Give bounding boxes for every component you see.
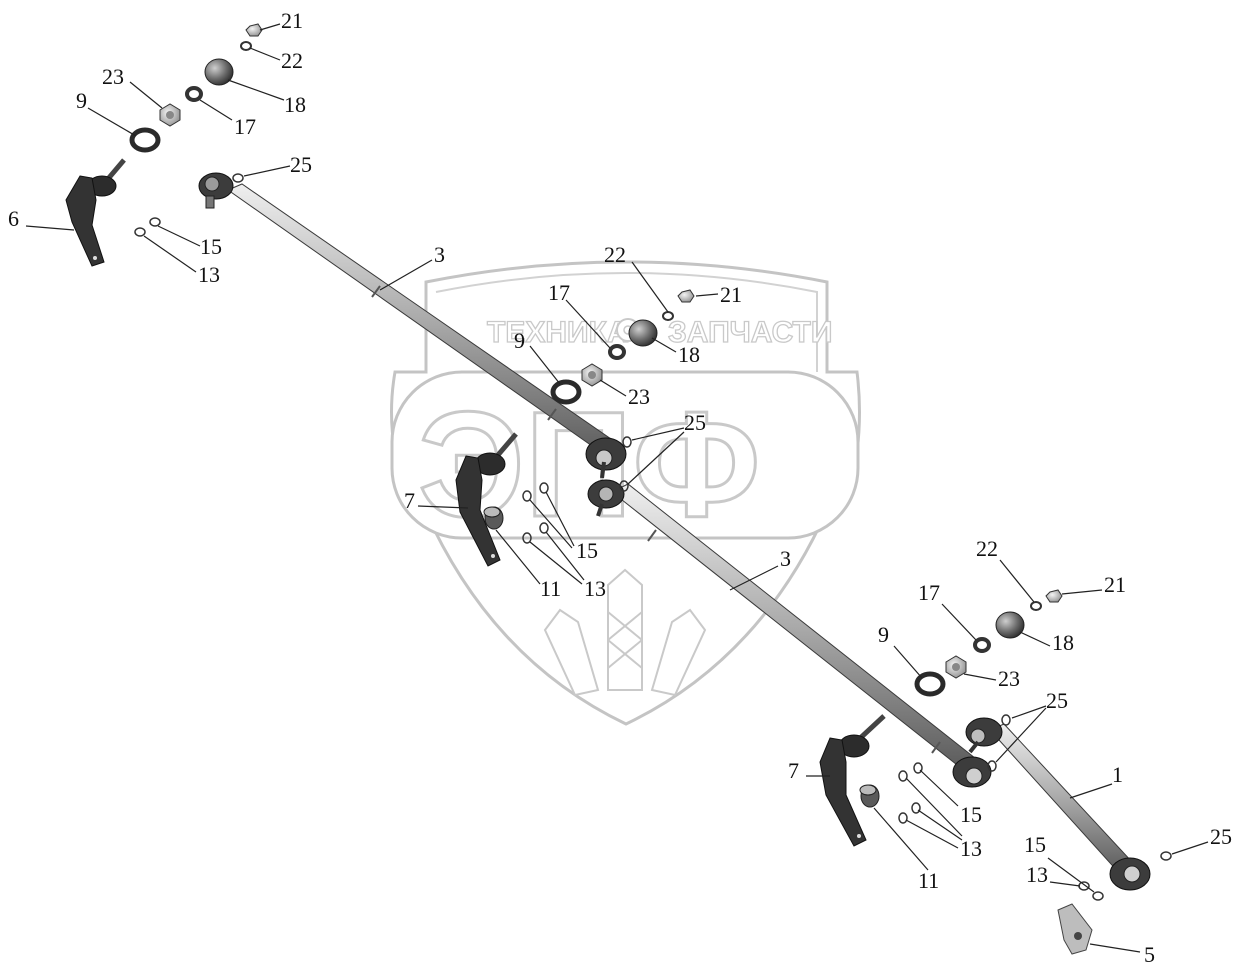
washer-22 — [1030, 601, 1042, 611]
callout-21: 21 — [1104, 572, 1126, 597]
callout-15: 15 — [576, 538, 598, 563]
callout-23: 23 — [628, 384, 650, 409]
callout-18: 18 — [678, 342, 700, 367]
ball-joint-end — [1109, 857, 1151, 891]
callout-5: 5 — [1144, 942, 1155, 967]
callout-25: 25 — [684, 410, 706, 435]
cap-18 — [995, 611, 1025, 639]
callout-6: 6 — [8, 206, 19, 231]
ring-17 — [973, 637, 991, 653]
watermark-letters: ЭПФ — [418, 380, 761, 548]
washer-9 — [914, 671, 946, 697]
callout-17: 17 — [548, 280, 570, 305]
tie-rod-short — [965, 717, 1151, 891]
callout-18: 18 — [1052, 630, 1074, 655]
ring-17 — [608, 344, 626, 360]
bushing-11 — [483, 506, 504, 530]
callout-7: 7 — [788, 758, 799, 783]
o-ring-15 — [913, 762, 923, 774]
ball-joint-end — [587, 479, 625, 517]
callout-11: 11 — [540, 576, 561, 601]
ball-joint-end — [952, 756, 992, 788]
callout-25: 25 — [290, 152, 312, 177]
washer-22 — [240, 41, 252, 51]
o-ring-25 — [1160, 851, 1172, 861]
o-ring-13 — [898, 812, 908, 824]
nut-23 — [581, 363, 603, 387]
steering-arm-7 — [819, 714, 886, 847]
callout-22: 22 — [604, 242, 626, 267]
callout-22: 22 — [281, 48, 303, 73]
callout-17: 17 — [918, 580, 940, 605]
cap-18 — [628, 319, 658, 347]
nut-21 — [1045, 589, 1063, 603]
cap-18 — [204, 58, 234, 86]
callout-23: 23 — [998, 666, 1020, 691]
o-ring-25 — [232, 173, 244, 183]
callout-13: 13 — [960, 836, 982, 861]
callout-17: 17 — [234, 114, 256, 139]
callout-11: 11 — [918, 868, 939, 893]
callout-21: 21 — [720, 282, 742, 307]
callout-21: 21 — [281, 8, 303, 33]
o-ring-25 — [1001, 714, 1011, 726]
o-ring-25 — [619, 480, 629, 492]
callout-13: 13 — [198, 262, 220, 287]
callout-9: 9 — [76, 88, 87, 113]
callout-23: 23 — [102, 64, 124, 89]
callout-15: 15 — [960, 802, 982, 827]
ring-17 — [185, 86, 203, 102]
nut-21 — [677, 289, 695, 303]
nut-21 — [245, 23, 263, 37]
o-ring-13 — [539, 522, 549, 534]
callout-13: 13 — [1026, 862, 1048, 887]
callout-labels: 21 22 18 23 9 17 25 6 15 13 3 22 21 17 9… — [8, 8, 1232, 967]
ball-joint-end — [585, 437, 627, 479]
o-ring-15 — [522, 490, 532, 502]
nut-23 — [159, 103, 181, 127]
ball-joint-end — [965, 717, 1003, 754]
leader-lines — [25, 23, 1209, 953]
callout-13: 13 — [584, 576, 606, 601]
callout-15: 15 — [1024, 832, 1046, 857]
callout-1: 1 — [1112, 762, 1123, 787]
washer-9 — [129, 127, 161, 153]
callout-3: 3 — [780, 546, 791, 571]
washer-9 — [550, 379, 582, 405]
watermark-logo: ТЕХНИКА ЗАПЧАСТИ ЭПФ — [390, 260, 861, 726]
tie-rod-lower — [587, 479, 992, 788]
tie-rod-upper — [198, 172, 627, 479]
callout-9: 9 — [514, 328, 525, 353]
watermark-word-right: ЗАПЧАСТИ — [668, 316, 832, 349]
steering-arm-6 — [65, 158, 126, 267]
callout-7: 7 — [404, 488, 415, 513]
callout-25: 25 — [1210, 824, 1232, 849]
callout-15: 15 — [200, 234, 222, 259]
callout-22: 22 — [976, 536, 998, 561]
o-ring-13 — [911, 802, 921, 814]
callout-25: 25 — [1046, 688, 1068, 713]
callout-3: 3 — [434, 242, 445, 267]
o-ring-15 — [1092, 891, 1104, 901]
callout-18: 18 — [284, 92, 306, 117]
o-ring-15 — [149, 217, 161, 227]
watermark-word-left: ТЕХНИКА — [487, 316, 629, 349]
o-ring-15 — [898, 770, 908, 782]
o-ring-13 — [522, 532, 532, 544]
ball-joint-end — [198, 172, 234, 209]
bushing-11 — [859, 784, 880, 808]
watermark-wheat-icon — [543, 568, 707, 697]
bracket-5 — [1057, 903, 1093, 955]
nut-23 — [945, 655, 967, 679]
o-ring-25 — [987, 760, 997, 772]
o-ring-15 — [539, 482, 549, 494]
o-ring-13 — [134, 227, 146, 237]
o-ring-13 — [1078, 881, 1090, 891]
steering-arm-7 — [455, 432, 518, 567]
o-ring-25 — [622, 436, 632, 448]
callout-9: 9 — [878, 622, 889, 647]
